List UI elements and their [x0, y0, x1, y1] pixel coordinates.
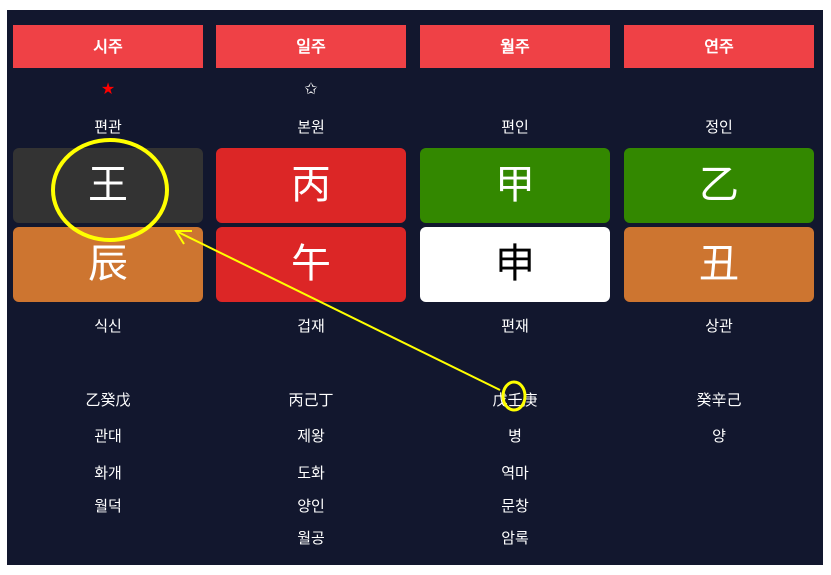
- shinsal-item: 문창: [501, 497, 529, 515]
- shinsal-item: 역마: [501, 464, 529, 482]
- heavenly-stem[interactable]: 丙: [216, 148, 406, 223]
- hidden-stems: 乙癸戊: [85, 391, 131, 409]
- shinsal-item: 월덕: [94, 497, 122, 515]
- ten-god-bottom: 편재: [501, 317, 529, 335]
- earthly-branch[interactable]: 丑: [624, 227, 814, 302]
- twelve-stage: 양: [712, 427, 726, 445]
- twelve-stage: 관대: [94, 427, 122, 445]
- earthly-branch[interactable]: 辰: [13, 227, 203, 302]
- star-icon: ✩: [304, 79, 318, 98]
- shinsal-item: 양인: [297, 497, 325, 515]
- ten-god-bottom: 식신: [94, 317, 122, 335]
- hidden-stems: 戊壬庚: [492, 391, 538, 409]
- ten-god-top: 편인: [501, 118, 529, 136]
- heavenly-stem[interactable]: 乙: [624, 148, 814, 223]
- twelve-stage: 병: [508, 427, 522, 445]
- ten-god-bottom: 겁재: [297, 317, 325, 335]
- heavenly-stem[interactable]: 王: [13, 148, 203, 223]
- heavenly-stem[interactable]: 甲: [420, 148, 610, 223]
- earthly-branch[interactable]: 午: [216, 227, 406, 302]
- twelve-stage: 제왕: [297, 427, 325, 445]
- ten-god-bottom: 상관: [705, 317, 733, 335]
- ten-god-top: 편관: [94, 118, 122, 136]
- pillar-header: 월주: [420, 25, 610, 68]
- earthly-branch[interactable]: 申: [420, 227, 610, 302]
- ten-god-top: 정인: [705, 118, 733, 136]
- pillar-header: 시주: [13, 25, 203, 68]
- shinsal-item: 월공: [297, 529, 325, 547]
- pillar-header: 연주: [624, 25, 814, 68]
- hidden-stems: 丙己丁: [288, 391, 334, 409]
- star-icon: ★: [100, 79, 116, 98]
- ten-god-top: 본원: [297, 118, 325, 136]
- shinsal-item: 도화: [297, 464, 325, 482]
- pillar-header: 일주: [216, 25, 406, 68]
- shinsal-item: 암록: [501, 529, 529, 547]
- hidden-stems: 癸辛己: [696, 391, 742, 409]
- shinsal-item: 화개: [94, 464, 122, 482]
